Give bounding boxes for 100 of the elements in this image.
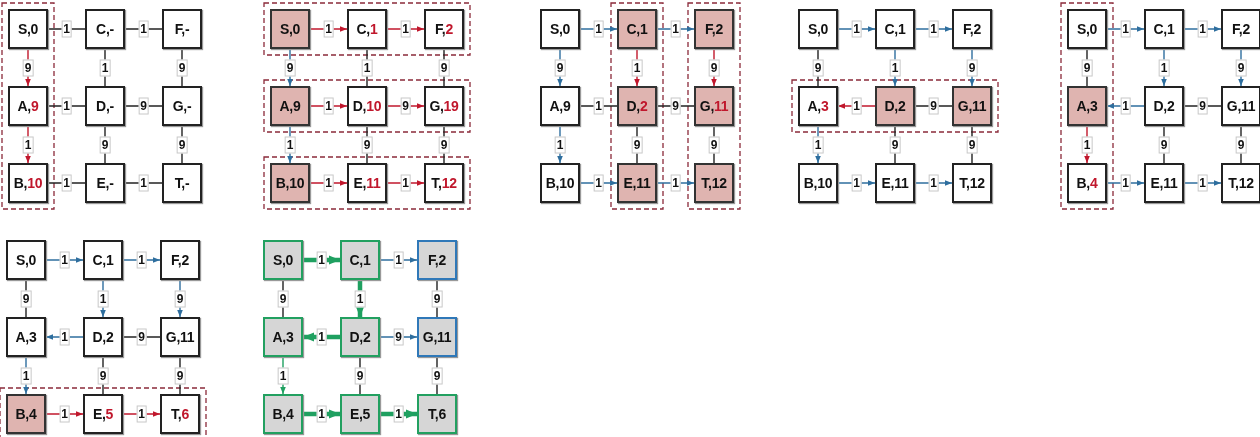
node-label: C,1: [349, 252, 371, 268]
edge-label: 1: [277, 367, 289, 384]
edge-label: 1: [136, 251, 147, 269]
edge-label: 9: [966, 59, 978, 76]
node-label: F,2: [435, 21, 453, 37]
edge-label: 1: [670, 20, 681, 38]
state-box: [540, 86, 580, 126]
node-label: E,11: [881, 175, 909, 191]
edge-label: 1: [851, 97, 862, 115]
state-box: [617, 86, 657, 126]
edge-label: 9: [176, 59, 188, 76]
state-box: [83, 317, 123, 357]
edge-label: 9: [631, 136, 643, 153]
state-box: [263, 394, 303, 434]
node-label: T,12: [431, 175, 457, 191]
state-box: [85, 86, 125, 126]
state-box: [160, 240, 200, 280]
edge-label: 1: [1081, 136, 1093, 153]
node-label: S,0: [807, 21, 829, 37]
node-label: F,2: [171, 252, 189, 268]
node-label: G,11: [422, 329, 452, 345]
edge-label: 1: [284, 136, 296, 153]
arrow: [303, 409, 340, 419]
state-box: [1221, 163, 1260, 203]
edge-label: 1: [323, 97, 334, 115]
state-box: [875, 163, 915, 203]
edge-label: 1: [593, 20, 604, 38]
edge-label: 1: [593, 174, 604, 192]
node-label: B,4: [15, 406, 37, 422]
node-label: T,12: [1228, 175, 1254, 191]
state-box: [1067, 86, 1107, 126]
node-label: E,11: [623, 175, 651, 191]
node-label: C,1: [1153, 21, 1175, 37]
state-box: [694, 9, 734, 49]
state-box: [1067, 163, 1107, 203]
state-box: [540, 163, 580, 203]
edge-label: 1: [1120, 97, 1131, 115]
node-label: B,4: [272, 406, 294, 422]
node-label: C,1: [626, 21, 648, 37]
state-box: [617, 9, 657, 49]
state-box: [952, 9, 992, 49]
state-box: [263, 317, 303, 357]
arrow: [45, 334, 84, 340]
state-box: [952, 86, 992, 126]
state-box: [1221, 9, 1260, 49]
state-box: [270, 9, 310, 49]
state-box: [1067, 9, 1107, 49]
edge-label: 1: [400, 174, 411, 192]
edge-label: 9: [176, 136, 188, 153]
node-label: F,2: [428, 252, 446, 268]
node-label: D,2: [349, 329, 371, 345]
node-label: T,6: [171, 406, 189, 422]
state-box: [347, 86, 387, 126]
node-label: T,6: [428, 406, 446, 422]
edge-label: 9: [431, 367, 443, 384]
edge-label: 9: [136, 328, 147, 346]
node-label: E,5: [92, 406, 114, 422]
edge-label: 9: [1235, 59, 1247, 76]
state-box: [347, 163, 387, 203]
state-box: [424, 163, 464, 203]
edge-label: 1: [136, 405, 147, 423]
arrow: [656, 180, 695, 186]
node-label: A,3: [272, 329, 294, 345]
edge-label: 1: [1197, 20, 1208, 38]
edge-label: 1: [316, 405, 327, 423]
edge-label: 9: [966, 136, 978, 153]
node-label: E,5: [349, 406, 371, 422]
arrow: [837, 26, 876, 32]
node-label: S,0: [272, 252, 294, 268]
state-box: [162, 9, 202, 49]
state-box: [340, 317, 380, 357]
edge-label: 1: [393, 251, 404, 269]
edge-label: 1: [354, 290, 366, 307]
state-box: [424, 86, 464, 126]
state-box: [8, 86, 48, 126]
state-box: [417, 394, 457, 434]
node-label: E,11: [1150, 175, 1178, 191]
edge-label: 1: [554, 136, 566, 153]
arrow: [579, 180, 618, 186]
edge-label: 1: [889, 59, 901, 76]
node-label: T,12: [701, 175, 727, 191]
edge-label: 9: [354, 367, 366, 384]
state-box: [1221, 86, 1260, 126]
edge-label: 9: [812, 59, 824, 76]
edge-label: 1: [593, 97, 604, 115]
edge-label: 1: [323, 20, 334, 38]
state-box: [875, 9, 915, 49]
node-label: C,1: [92, 252, 114, 268]
node-label: A,9: [279, 98, 301, 114]
state-box: [85, 163, 125, 203]
arrow: [837, 180, 876, 186]
node-label: F,2: [705, 21, 723, 37]
edge-label: 9: [670, 97, 681, 115]
edge-label: 1: [361, 59, 373, 76]
arrow: [1106, 180, 1145, 186]
state-box: [540, 9, 580, 49]
node-label: C,1: [356, 21, 378, 37]
edge-label: 9: [889, 136, 901, 153]
arrow: [914, 180, 953, 186]
arrow: [1183, 180, 1222, 186]
